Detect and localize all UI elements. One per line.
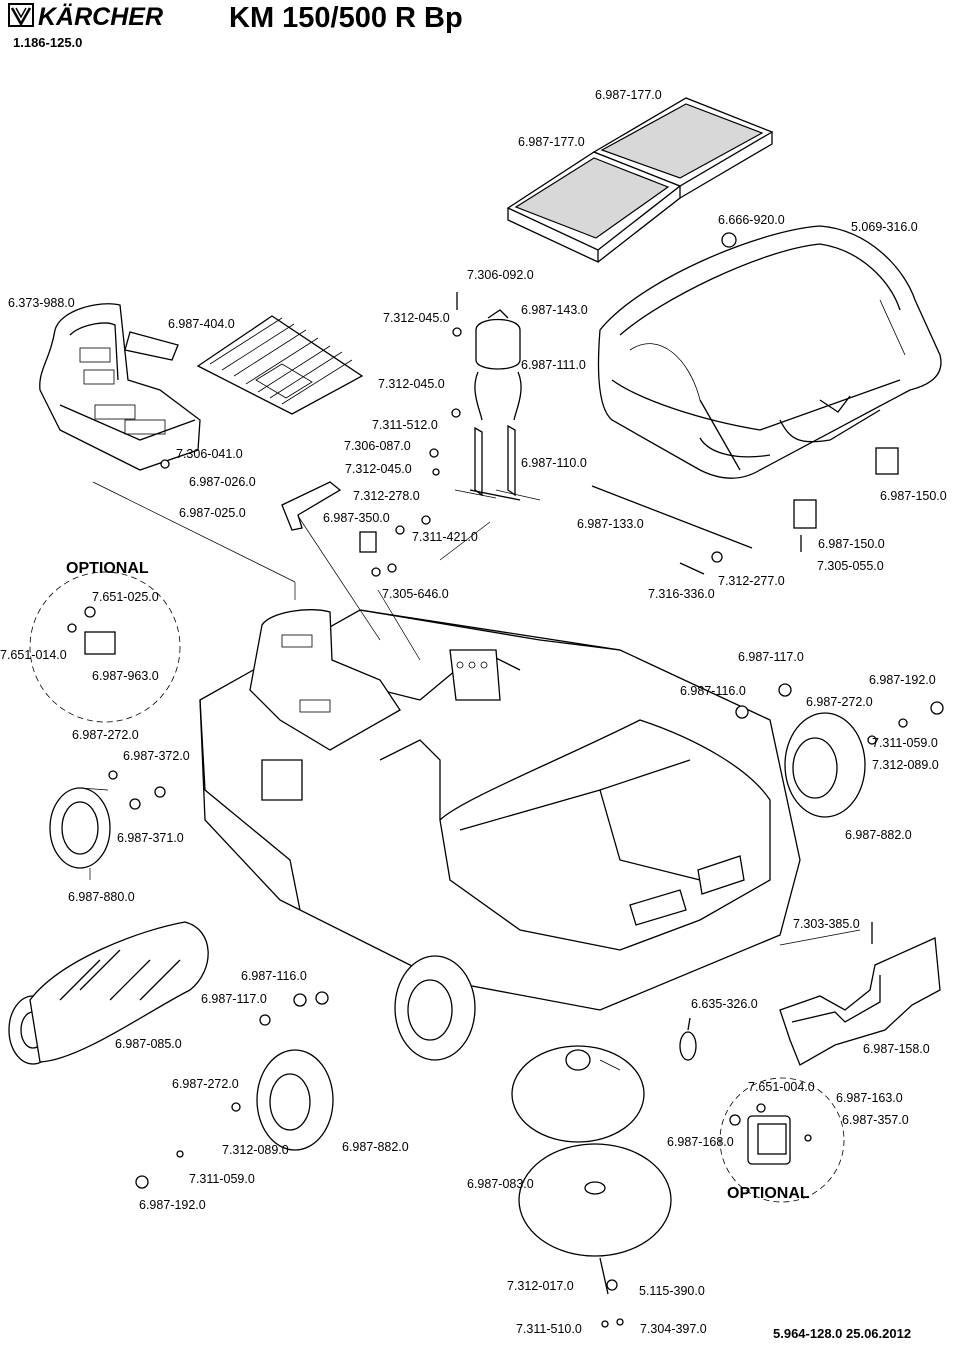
part-label: 7.312-277.0 — [718, 574, 785, 588]
hood-cover — [597, 225, 942, 479]
part-label: 6.987-404.0 — [168, 317, 235, 331]
side-brush — [511, 1045, 672, 1295]
part-label: 7.312-089.0 — [222, 1143, 289, 1157]
machine-body — [199, 609, 801, 1011]
part-label: 6.987-143.0 — [521, 303, 588, 317]
part-label: 6.987-025.0 — [179, 506, 246, 520]
part-label: 5.115-390.0 — [639, 1284, 705, 1298]
part-label: 7.316-336.0 — [648, 587, 715, 601]
part-label: 6.987-168.0 — [667, 1135, 734, 1149]
part-label: 6.987-177.0 — [595, 88, 662, 102]
kaercher-logo: KÄRCHER — [8, 2, 208, 31]
part-label: 6.987-272.0 — [172, 1077, 239, 1091]
part-label: 6.987-882.0 — [845, 828, 912, 842]
part-label: 7.311-512.0 — [372, 418, 438, 432]
part-label: 7.306-092.0 — [467, 268, 534, 282]
part-label: 6.987-350.0 — [323, 511, 390, 525]
part-label: 6.987-111.0 — [521, 358, 586, 372]
part-label: 6.987-117.0 — [201, 992, 267, 1006]
brand-name: KÄRCHER — [38, 3, 163, 30]
part-label: 5.069-316.0 — [851, 220, 918, 234]
part-label: 6.987-963.0 — [92, 669, 159, 683]
part-label: 7.311-059.0 — [872, 736, 938, 750]
part-label: 6.987-192.0 — [139, 1198, 206, 1212]
part-label: 6.987-085.0 — [115, 1037, 182, 1051]
part-label: 6.987-117.0 — [738, 650, 804, 664]
part-label: 6.987-372.0 — [123, 749, 190, 763]
part-label: 7.312-017.0 — [507, 1279, 574, 1293]
leader-lines — [79, 481, 861, 1071]
part-label: 6.987-158.0 — [863, 1042, 930, 1056]
part-label: 6.987-357.0 — [842, 1113, 909, 1127]
part-label: 6.987-177.0 — [518, 135, 585, 149]
part-label: 6.987-192.0 — [869, 673, 936, 687]
part-label: 7.312-089.0 — [872, 758, 939, 772]
optional-label-right: OPTIONAL — [727, 1185, 810, 1202]
page-title: KM 150/500 R Bp — [229, 2, 463, 34]
part-label: 7.303-385.0 — [793, 917, 860, 931]
part-label: 6.987-026.0 — [189, 475, 256, 489]
document-reference-date: 5.964-128.0 25.06.2012 — [773, 1326, 912, 1341]
part-label: 6.987-116.0 — [241, 969, 307, 983]
part-label: 6.987-272.0 — [806, 695, 873, 709]
horn-part — [679, 1017, 697, 1061]
part-label: 7.306-041.0 — [176, 447, 243, 461]
seat-part — [39, 303, 201, 471]
part-label: 6.987-083.0 — [467, 1177, 534, 1191]
part-label: 6.373-988.0 — [8, 296, 75, 310]
part-label: 6.987-163.0 — [836, 1091, 903, 1105]
rod-part — [591, 485, 753, 575]
part-label: 7.305-055.0 — [817, 559, 884, 573]
hinge-brackets — [721, 232, 899, 552]
part-label: 6.987-150.0 — [880, 489, 947, 503]
part-label: 7.304-397.0 — [640, 1322, 707, 1336]
beacon-mount — [456, 292, 522, 501]
part-label: 7.311-059.0 — [189, 1172, 255, 1186]
part-label: 7.305-646.0 — [382, 587, 449, 601]
front-bumper — [779, 922, 941, 1066]
part-label: 7.312-045.0 — [345, 462, 412, 476]
part-label: 7.306-087.0 — [344, 439, 411, 453]
roller-brush — [29, 921, 209, 1063]
part-label: 6.987-371.0 — [117, 831, 184, 845]
part-label: 6.987-133.0 — [577, 517, 644, 531]
handle-bracket — [281, 481, 377, 553]
part-label: 6.666-920.0 — [718, 213, 785, 227]
part-label: 6.987-116.0 — [680, 684, 746, 698]
part-label: 6.987-882.0 — [342, 1140, 409, 1154]
floor-mat — [196, 315, 364, 415]
part-label: 7.312-045.0 — [383, 311, 450, 325]
part-label: 7.651-014.0 — [0, 648, 67, 662]
part-label: 6.987-272.0 — [72, 728, 139, 742]
part-label: 7.651-004.0 — [748, 1080, 815, 1094]
filter-panels — [506, 97, 774, 264]
part-label: 7.312-045.0 — [378, 377, 445, 391]
part-label: 7.311-421.0 — [412, 530, 478, 544]
part-label: 6.635-326.0 — [691, 997, 758, 1011]
part-label: 7.311-510.0 — [516, 1322, 582, 1336]
part-label: 6.987-110.0 — [521, 456, 587, 470]
optional-outlines — [29, 571, 845, 1203]
small-parts — [67, 327, 944, 1328]
document-number: 1.186-125.0 — [13, 35, 83, 50]
part-label: 7.651-025.0 — [92, 590, 159, 604]
optional-label-left: OPTIONAL — [66, 560, 149, 577]
part-label: 6.987-880.0 — [68, 890, 135, 904]
part-label: 6.987-150.0 — [818, 537, 885, 551]
logo-mark-icon: KÄRCHER — [8, 3, 163, 31]
part-label: 7.312-278.0 — [353, 489, 420, 503]
